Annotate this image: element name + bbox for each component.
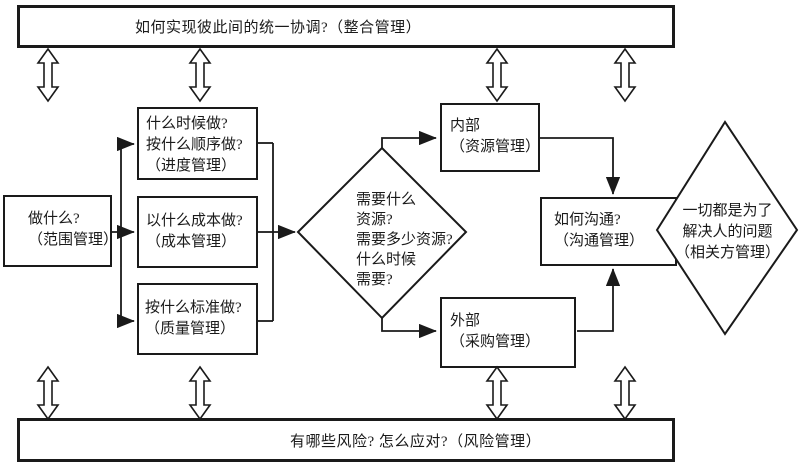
- internal-resource-management-box: 内部 （资源管理）: [440, 103, 540, 172]
- communication-management-box: 如何沟通? （沟通管理）: [540, 197, 677, 266]
- external-line-1: 外部: [450, 313, 481, 329]
- integration-management-bar: 如何实现彼此间的统一协调?（整合管理）: [17, 5, 675, 48]
- stakeholder-line-3: （相关方管理）: [674, 245, 780, 261]
- arrow-diamond-to-internal: [381, 130, 437, 148]
- quality-line-1: 按什么标准做?: [145, 300, 242, 316]
- arrow-diamond-to-external: [381, 318, 437, 339]
- stakeholder-line-1: 一切都是为了: [682, 203, 773, 219]
- double-arrow-icon: [36, 47, 60, 103]
- double-arrow-icon: [613, 47, 637, 103]
- resources-line-3: 需要多少资源?: [356, 232, 453, 248]
- cost-line-2: （成本管理）: [146, 234, 237, 250]
- cost-line-1: 以什么成本做?: [146, 213, 243, 229]
- risk-bar-label: 有哪些风险? 怎么应对?（风险管理）: [290, 433, 542, 450]
- schedule-line-3: （进度管理）: [146, 158, 237, 174]
- stakeholder-line-2: 解决人的问题: [682, 224, 773, 240]
- communication-line-1: 如何沟通?: [554, 212, 621, 228]
- quality-management-box: 按什么标准做? （质量管理）: [137, 283, 258, 355]
- double-arrow-icon: [485, 365, 509, 421]
- double-arrow-icon: [613, 365, 637, 421]
- stakeholder-diamond-text: 一切都是为了 解决人的问题 （相关方管理）: [650, 201, 800, 264]
- communication-line-2: （沟通管理）: [554, 233, 645, 249]
- external-procurement-management-box: 外部 （采购管理）: [440, 297, 576, 368]
- resources-line-2: 资源?: [356, 212, 393, 228]
- risk-management-bar: 有哪些风险? 怎么应对?（风险管理）: [17, 418, 675, 462]
- resources-line-1: 需要什么: [356, 192, 417, 208]
- double-arrow-icon: [188, 47, 212, 103]
- resources-line-4: 什么时候: [356, 252, 417, 268]
- schedule-line-1: 什么时候做?: [146, 116, 228, 132]
- double-arrow-icon: [188, 365, 212, 421]
- resources-diamond-text: 需要什么 资源? 需要多少资源? 什么时候 需要?: [356, 190, 453, 290]
- schedule-line-2: 按什么顺序做?: [146, 137, 243, 153]
- double-arrow-icon: [485, 47, 509, 103]
- schedule-management-box: 什么时候做? 按什么顺序做? （进度管理）: [137, 107, 258, 180]
- quality-line-2: （质量管理）: [145, 321, 236, 337]
- scope-line-1: 做什么?: [28, 211, 80, 227]
- external-line-2: （采购管理）: [450, 334, 541, 350]
- double-arrow-icon: [36, 365, 60, 421]
- internal-line-1: 内部: [450, 118, 481, 134]
- resources-line-5: 需要?: [356, 272, 393, 288]
- integration-bar-label: 如何实现彼此间的统一协调?（整合管理）: [135, 20, 422, 36]
- scope-management-box: 做什么? （范围管理）: [3, 195, 119, 267]
- arrow-internal-to-communication: [540, 137, 621, 195]
- cost-management-box: 以什么成本做? （成本管理）: [137, 196, 258, 268]
- scope-line-2: （范围管理）: [28, 232, 119, 248]
- internal-line-2: （资源管理）: [450, 139, 541, 155]
- arrow-external-to-communication: [577, 268, 621, 332]
